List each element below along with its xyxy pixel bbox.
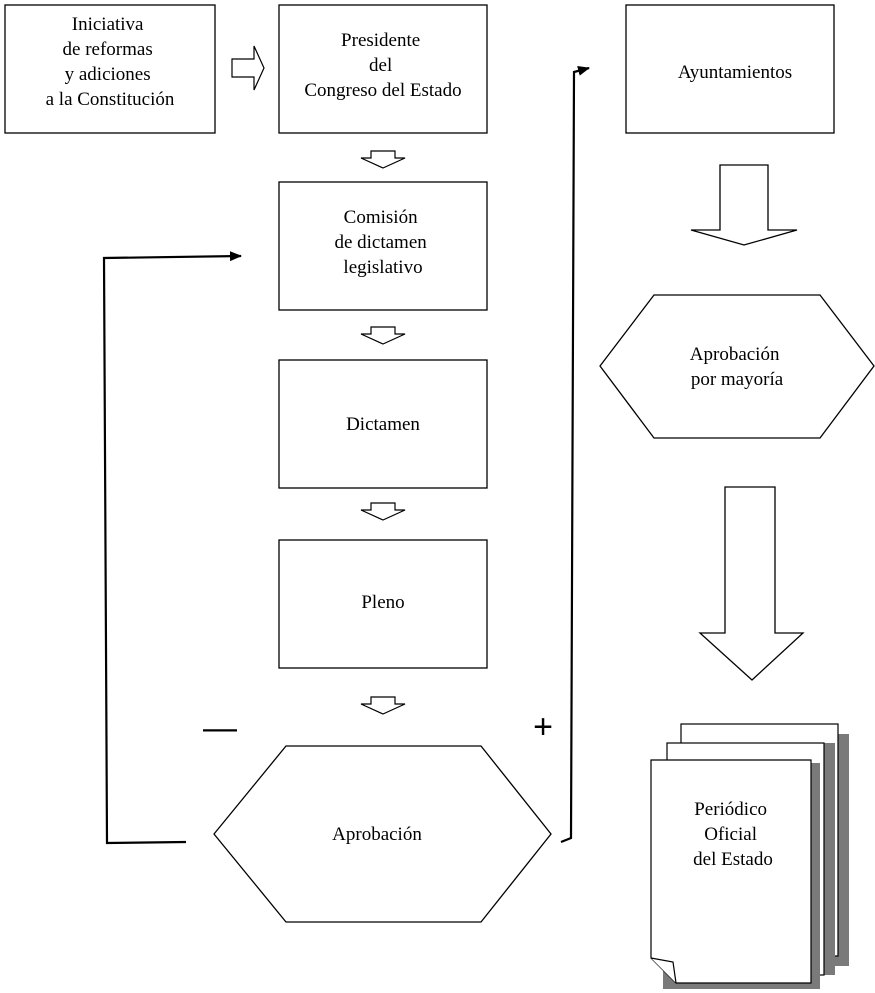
arrow-down-icon [360, 502, 406, 521]
iniciativa-label: Iniciativa de reformas y adiciones a la … [46, 14, 175, 110]
negative-sign: — [203, 709, 237, 747]
arrow-down-icon [360, 696, 406, 715]
ayuntamientos-label: Ayuntamientos [678, 62, 792, 83]
aprobacion-mayoria-hexagon [599, 294, 875, 439]
arrow-down-large-icon [698, 486, 805, 681]
dictamen-box [278, 359, 488, 489]
presidente-box [278, 4, 488, 134]
periodico-document-stack [650, 723, 849, 989]
arrow-down-icon [360, 150, 406, 169]
arrow-down-large-icon [690, 164, 798, 246]
comision-box [278, 181, 488, 311]
arrow-down-icon [360, 326, 406, 345]
arrow-right-icon [231, 45, 265, 91]
ayuntamientos-box [625, 4, 835, 134]
presidente-label: Presidente del Congreso del Estado [304, 30, 461, 101]
aprobacion-label: Aprobación [332, 824, 422, 845]
aprobacion-mayoria-label: Aprobación por mayoría [690, 344, 784, 390]
comision-label: Comisión de dictamen legislativo [334, 207, 431, 278]
positive-sign: + [533, 708, 553, 746]
pleno-box [278, 539, 488, 669]
pleno-label: Pleno [361, 592, 404, 613]
aprobacion-hexagon [213, 745, 552, 923]
periodico-label: Periódico Oficial del Estado [693, 799, 773, 870]
dictamen-label: Dictamen [346, 414, 420, 435]
connector-negative-back-to-comision [102, 251, 242, 845]
connector-positive-to-ayuntamientos [560, 66, 590, 844]
iniciativa-box [4, 4, 216, 134]
